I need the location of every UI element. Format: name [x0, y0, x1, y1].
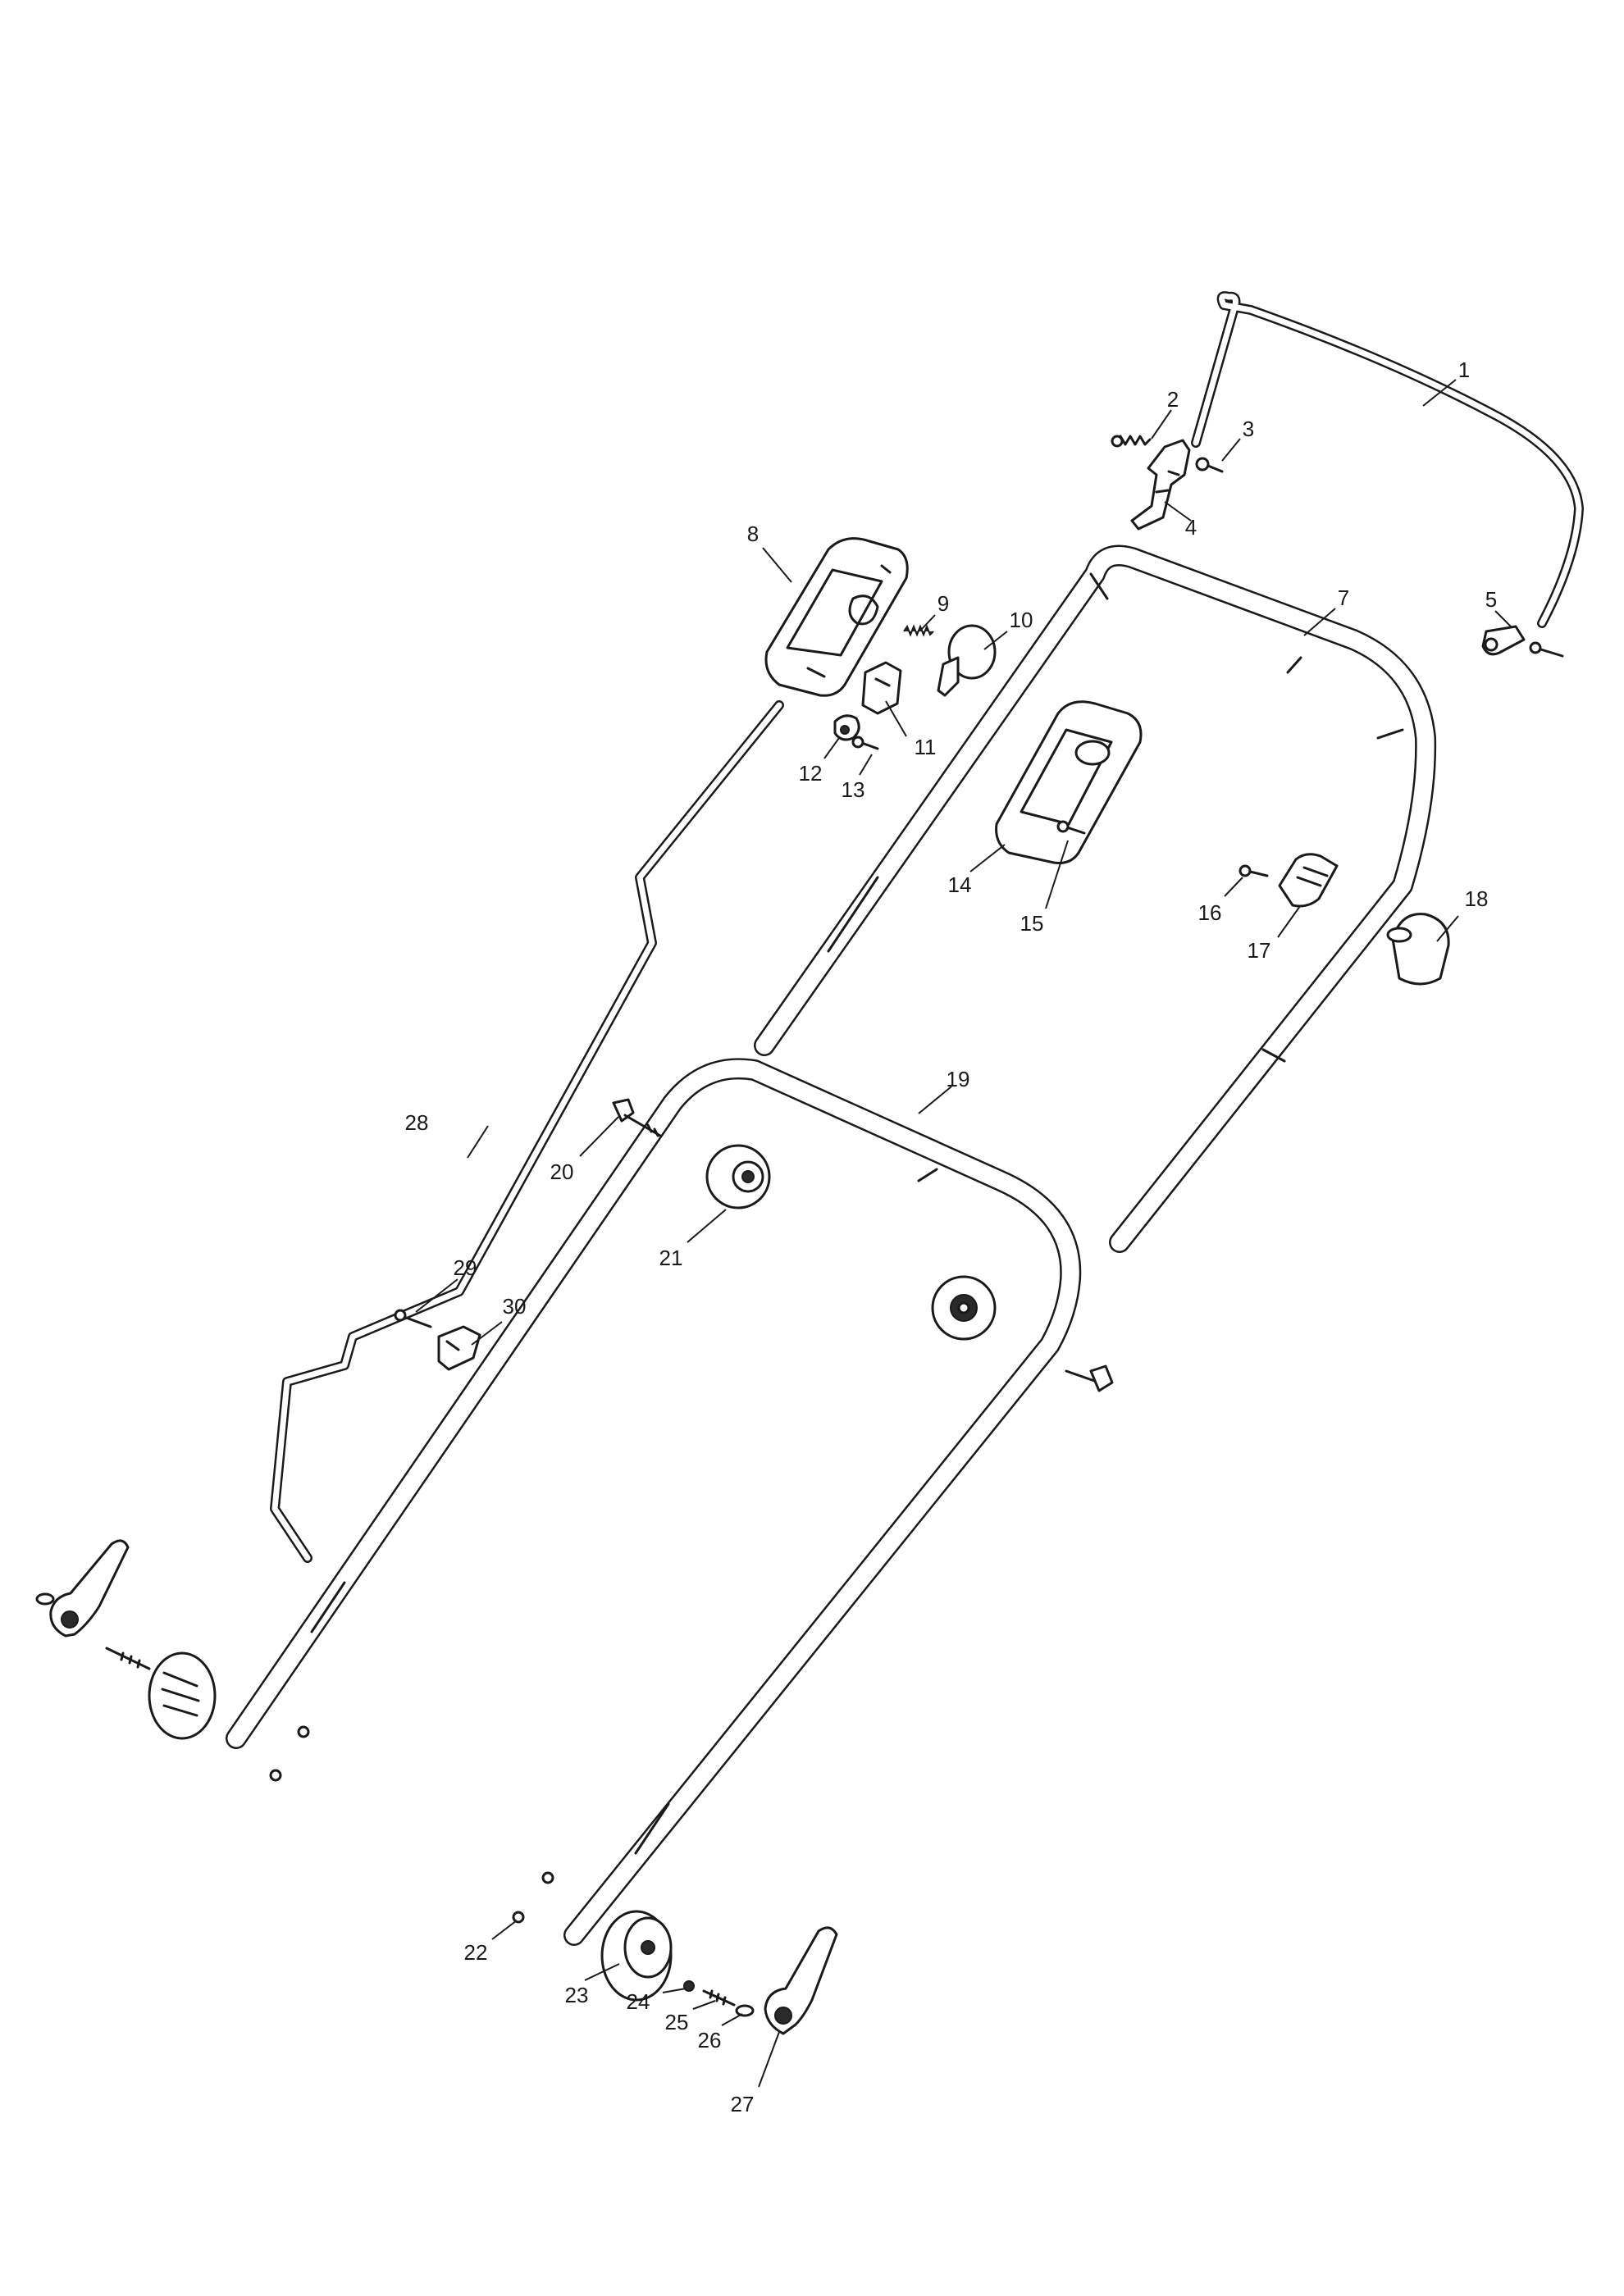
star-knob-right[interactable]	[931, 1275, 997, 1341]
callout-17: 17	[1248, 938, 1271, 963]
callout-labels: 1 2 3 4 5 7 8 9 10 11 12 13 14 15 16 17 …	[405, 358, 1498, 2116]
callout-11: 11	[915, 735, 937, 759]
pin-left[interactable]	[105, 1647, 151, 1670]
callout-16: 16	[1198, 900, 1222, 925]
nut-part-22[interactable]	[512, 1871, 554, 1924]
callout-21: 21	[659, 1246, 683, 1270]
callout-18: 18	[1465, 886, 1489, 911]
callout-19: 19	[947, 1067, 970, 1091]
spring-part-9[interactable]	[903, 624, 934, 637]
callout-3: 3	[1243, 417, 1254, 441]
callout-25: 25	[665, 2010, 689, 2034]
washer-part-24[interactable]	[683, 1980, 695, 1992]
bolt-part-20[interactable]	[612, 1098, 662, 1137]
callout-30: 30	[503, 1294, 527, 1319]
control-rod[interactable]	[270, 700, 784, 1563]
callout-29: 29	[454, 1255, 477, 1280]
callout-9: 9	[937, 591, 949, 616]
control-cover-part-14[interactable]	[995, 700, 1143, 864]
screw-part-3[interactable]	[1195, 457, 1224, 473]
clamp-disc-part-23[interactable]	[600, 1910, 673, 2002]
spring-part-2[interactable]	[1111, 435, 1152, 448]
control-housing-part-8[interactable]	[764, 537, 909, 697]
slider-part-11[interactable]	[861, 661, 902, 715]
end-cap-part-18[interactable]	[1386, 913, 1450, 986]
callout-15: 15	[1020, 911, 1044, 936]
clamp-disc-left[interactable]	[148, 1651, 217, 1740]
lever-bracket-part-4[interactable]	[1130, 439, 1191, 531]
callout-22: 22	[464, 1940, 488, 1965]
callout-7: 7	[1338, 585, 1349, 610]
knob-part-10[interactable]	[937, 624, 997, 697]
pin-part-26[interactable]	[735, 2004, 755, 2017]
screw-part-16[interactable]	[1239, 864, 1269, 877]
callout-4: 4	[1185, 515, 1197, 540]
bail-lever[interactable]	[1191, 291, 1584, 628]
screw-part-29[interactable]	[394, 1309, 432, 1328]
callout-2: 2	[1167, 387, 1179, 412]
lower-handle[interactable]	[226, 1058, 1082, 1946]
callout-28: 28	[405, 1110, 429, 1135]
screw-part-13[interactable]	[851, 736, 879, 750]
bolt-right[interactable]	[1065, 1364, 1114, 1392]
nut-left[interactable]	[269, 1725, 310, 1782]
upper-handle[interactable]	[754, 544, 1437, 1253]
callout-10: 10	[1010, 608, 1033, 632]
callout-27: 27	[731, 2092, 755, 2116]
callout-20: 20	[550, 1159, 574, 1184]
callout-14: 14	[948, 872, 972, 897]
callout-8: 8	[747, 522, 759, 546]
callout-1: 1	[1458, 358, 1470, 382]
star-knob-part-21[interactable]	[705, 1144, 771, 1210]
quick-release-lever-left[interactable]	[35, 1539, 130, 1638]
callout-23: 23	[565, 1983, 589, 2007]
clip-part-17[interactable]	[1278, 853, 1339, 908]
callout-13: 13	[842, 777, 865, 802]
cable-clip-part-30[interactable]	[437, 1325, 481, 1371]
pin-part-25[interactable]	[702, 1989, 736, 2007]
callout-26: 26	[698, 2028, 722, 2052]
screw-part-15[interactable]	[1056, 820, 1086, 835]
callout-24: 24	[627, 1989, 650, 2014]
quick-release-lever-part-27[interactable]	[764, 1926, 838, 2035]
nut-part-12[interactable]	[833, 714, 860, 741]
leader-lines	[415, 379, 1512, 2088]
callout-5: 5	[1485, 587, 1497, 612]
cable-clamp-part-5[interactable]	[1481, 625, 1564, 658]
callout-12: 12	[799, 761, 823, 786]
